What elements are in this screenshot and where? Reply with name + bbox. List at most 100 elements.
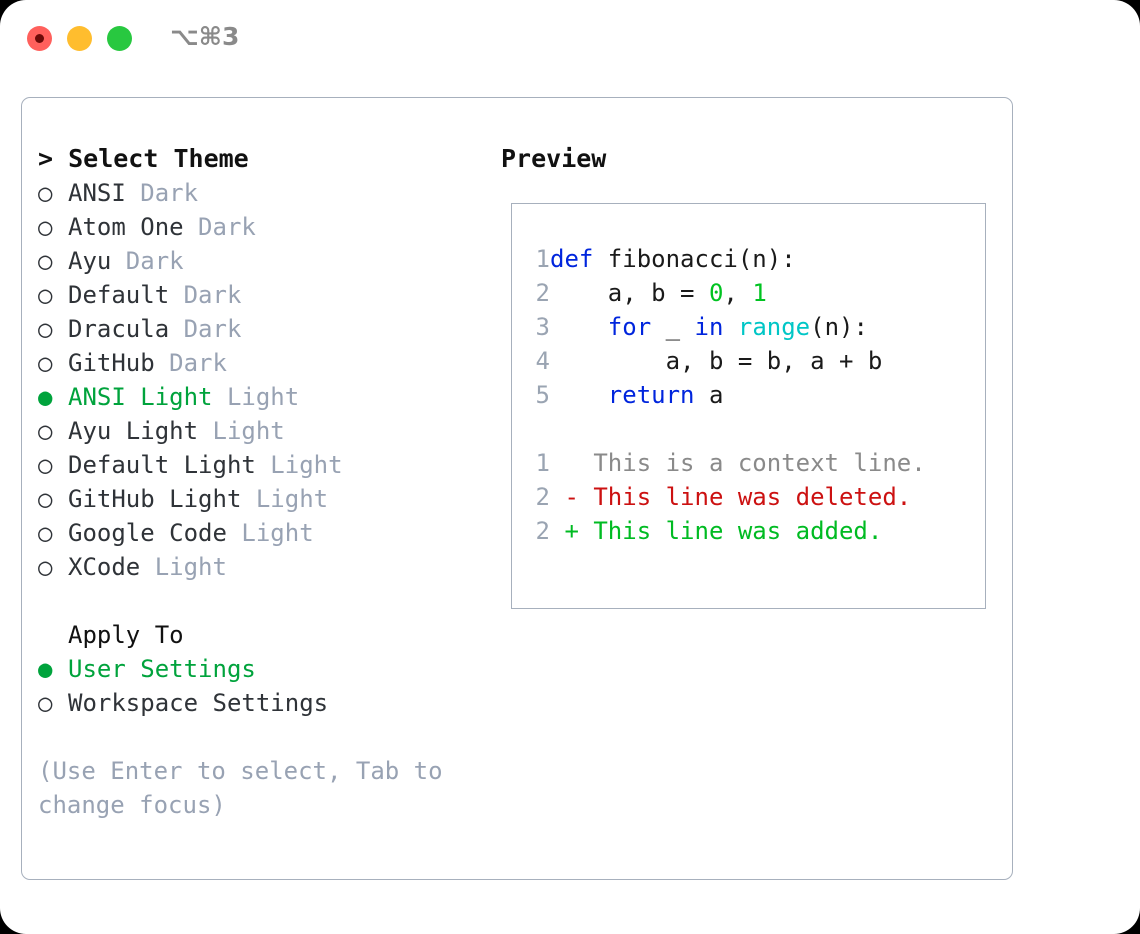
code-line-2: 3 for _ in range(n): [524, 310, 984, 344]
code-token [550, 313, 608, 341]
code-token: for [607, 313, 652, 341]
theme-option-label: ANSI [68, 179, 141, 207]
main-panel: > Select Theme ○ANSI Dark○Atom One Dark○… [21, 97, 1013, 880]
radio-unselected-icon: ○ [38, 553, 53, 581]
line-number: 4 [535, 347, 550, 375]
radio-selected-icon: ● [38, 383, 53, 411]
theme-option-tag: Dark [169, 349, 227, 377]
theme-option-1[interactable]: ○Atom One Dark [38, 210, 478, 244]
apply-to-option-label: Workspace Settings [68, 689, 329, 717]
keyboard-hint: (Use Enter to select, Tab to change focu… [38, 757, 458, 819]
radio-unselected-icon: ○ [38, 315, 53, 343]
radio-selected-icon: ● [38, 655, 53, 683]
code-token: _ [651, 313, 695, 341]
code-diff-gap [524, 412, 984, 446]
theme-option-tag: Light [241, 519, 314, 547]
theme-option-label: GitHub [68, 349, 170, 377]
line-number: 2 [535, 483, 550, 511]
theme-option-tag: Light [255, 485, 329, 513]
theme-option-10[interactable]: ○ Google Code Light [38, 516, 478, 550]
line-number: 2 [535, 279, 550, 307]
theme-option-8[interactable]: ○ Default Light Light [38, 448, 478, 482]
code-token [550, 381, 608, 409]
select-theme-header: > Select Theme [38, 144, 249, 173]
code-token: a, b = b, a + b [550, 347, 883, 375]
code-token: 0 [708, 279, 724, 307]
code-token: return [607, 381, 695, 409]
code-token: fibonacci(n): [593, 245, 796, 273]
radio-unselected-icon: ○ [38, 519, 53, 547]
theme-option-tag: Dark [183, 315, 242, 343]
code-token [723, 313, 737, 341]
radio-unselected-icon: ○ [38, 485, 53, 513]
code-token: - This line was deleted. [550, 483, 912, 511]
code-line-3: 4 a, b = b, a + b [524, 344, 984, 378]
apply-to-option-label: User Settings [68, 655, 256, 683]
shortcut-label: ⌥⌘3 [170, 22, 240, 51]
theme-option-tag: Dark [140, 179, 199, 207]
theme-option-label: Default [68, 281, 184, 309]
code-token: a [694, 381, 724, 409]
line-number: 5 [535, 381, 550, 409]
apply-to-option-1[interactable]: ○ Workspace Settings [38, 686, 478, 720]
theme-option-label: Atom One [68, 213, 199, 241]
theme-option-tag: Light [270, 451, 343, 479]
section-spacer [38, 584, 478, 618]
radio-unselected-icon: ○ [38, 451, 53, 479]
preview-title: Preview [501, 144, 607, 173]
theme-option-label: Ayu [68, 247, 126, 275]
code-token: + This line was added. [550, 517, 883, 545]
theme-option-9[interactable]: ○ GitHub Light Light [38, 482, 478, 516]
code-line-1: 2 a, b = 0, 1 [524, 276, 984, 310]
code-token: , [723, 279, 753, 307]
theme-option-label: XCode [68, 553, 155, 581]
theme-option-4[interactable]: ○ Dracula Dark [38, 312, 478, 346]
line-number: 1 [535, 245, 550, 273]
theme-option-label: Default Light [68, 451, 271, 479]
code-token: (n): [810, 313, 868, 341]
radio-unselected-icon: ○ [38, 417, 53, 445]
code-token: 1 [752, 279, 767, 307]
apply-to-option-0[interactable]: ● User Settings [38, 652, 478, 686]
theme-option-label: GitHub Light [68, 485, 256, 513]
radio-unselected-icon: ○ [38, 213, 53, 241]
theme-option-label: Dracula [68, 315, 184, 343]
code-token: range [737, 313, 811, 341]
theme-option-tag: Light [226, 383, 300, 411]
theme-option-2[interactable]: ○Ayu Dark [38, 244, 478, 278]
code-token: This is a context line. [550, 449, 926, 477]
radio-unselected-icon: ○ [38, 689, 53, 717]
theme-option-tag: Light [154, 553, 227, 581]
minimize-button[interactable] [67, 26, 92, 51]
theme-option-5[interactable]: ○ GitHub Dark [38, 346, 478, 380]
theme-option-11[interactable]: ○ XCode Light [38, 550, 478, 584]
radio-unselected-icon: ○ [38, 349, 53, 377]
code-line-4: 5 return a [524, 378, 984, 412]
code-token: def [550, 245, 594, 273]
diff-line-1: 2 - This line was deleted. [524, 480, 984, 514]
code-token: in [694, 313, 724, 341]
line-number: 1 [535, 449, 550, 477]
line-number: 2 [535, 517, 550, 545]
diff-line-0: 1 This is a context line. [524, 446, 984, 480]
close-button[interactable] [27, 26, 52, 51]
theme-option-label: Google Code [68, 519, 242, 547]
radio-unselected-icon: ○ [38, 281, 53, 309]
theme-option-label: ANSI Light [68, 383, 227, 411]
maximize-button[interactable] [107, 26, 132, 51]
theme-option-6[interactable]: ● ANSI Light Light [38, 380, 478, 414]
theme-option-tag: Dark [125, 247, 184, 275]
theme-list[interactable]: ○ANSI Dark○Atom One Dark○Ayu Dark○Defaul… [38, 176, 478, 584]
apply-to-list[interactable]: ● User Settings ○ Workspace Settings [38, 652, 478, 720]
radio-unselected-icon: ○ [38, 179, 53, 207]
code-token: a, b = [550, 279, 709, 307]
theme-option-7[interactable]: ○ Ayu Light Light [38, 414, 478, 448]
theme-option-label: Ayu Light [68, 417, 213, 445]
theme-option-tag: Light [212, 417, 285, 445]
theme-option-3[interactable]: ○Default Dark [38, 278, 478, 312]
theme-option-0[interactable]: ○ ANSI Dark [38, 176, 478, 210]
